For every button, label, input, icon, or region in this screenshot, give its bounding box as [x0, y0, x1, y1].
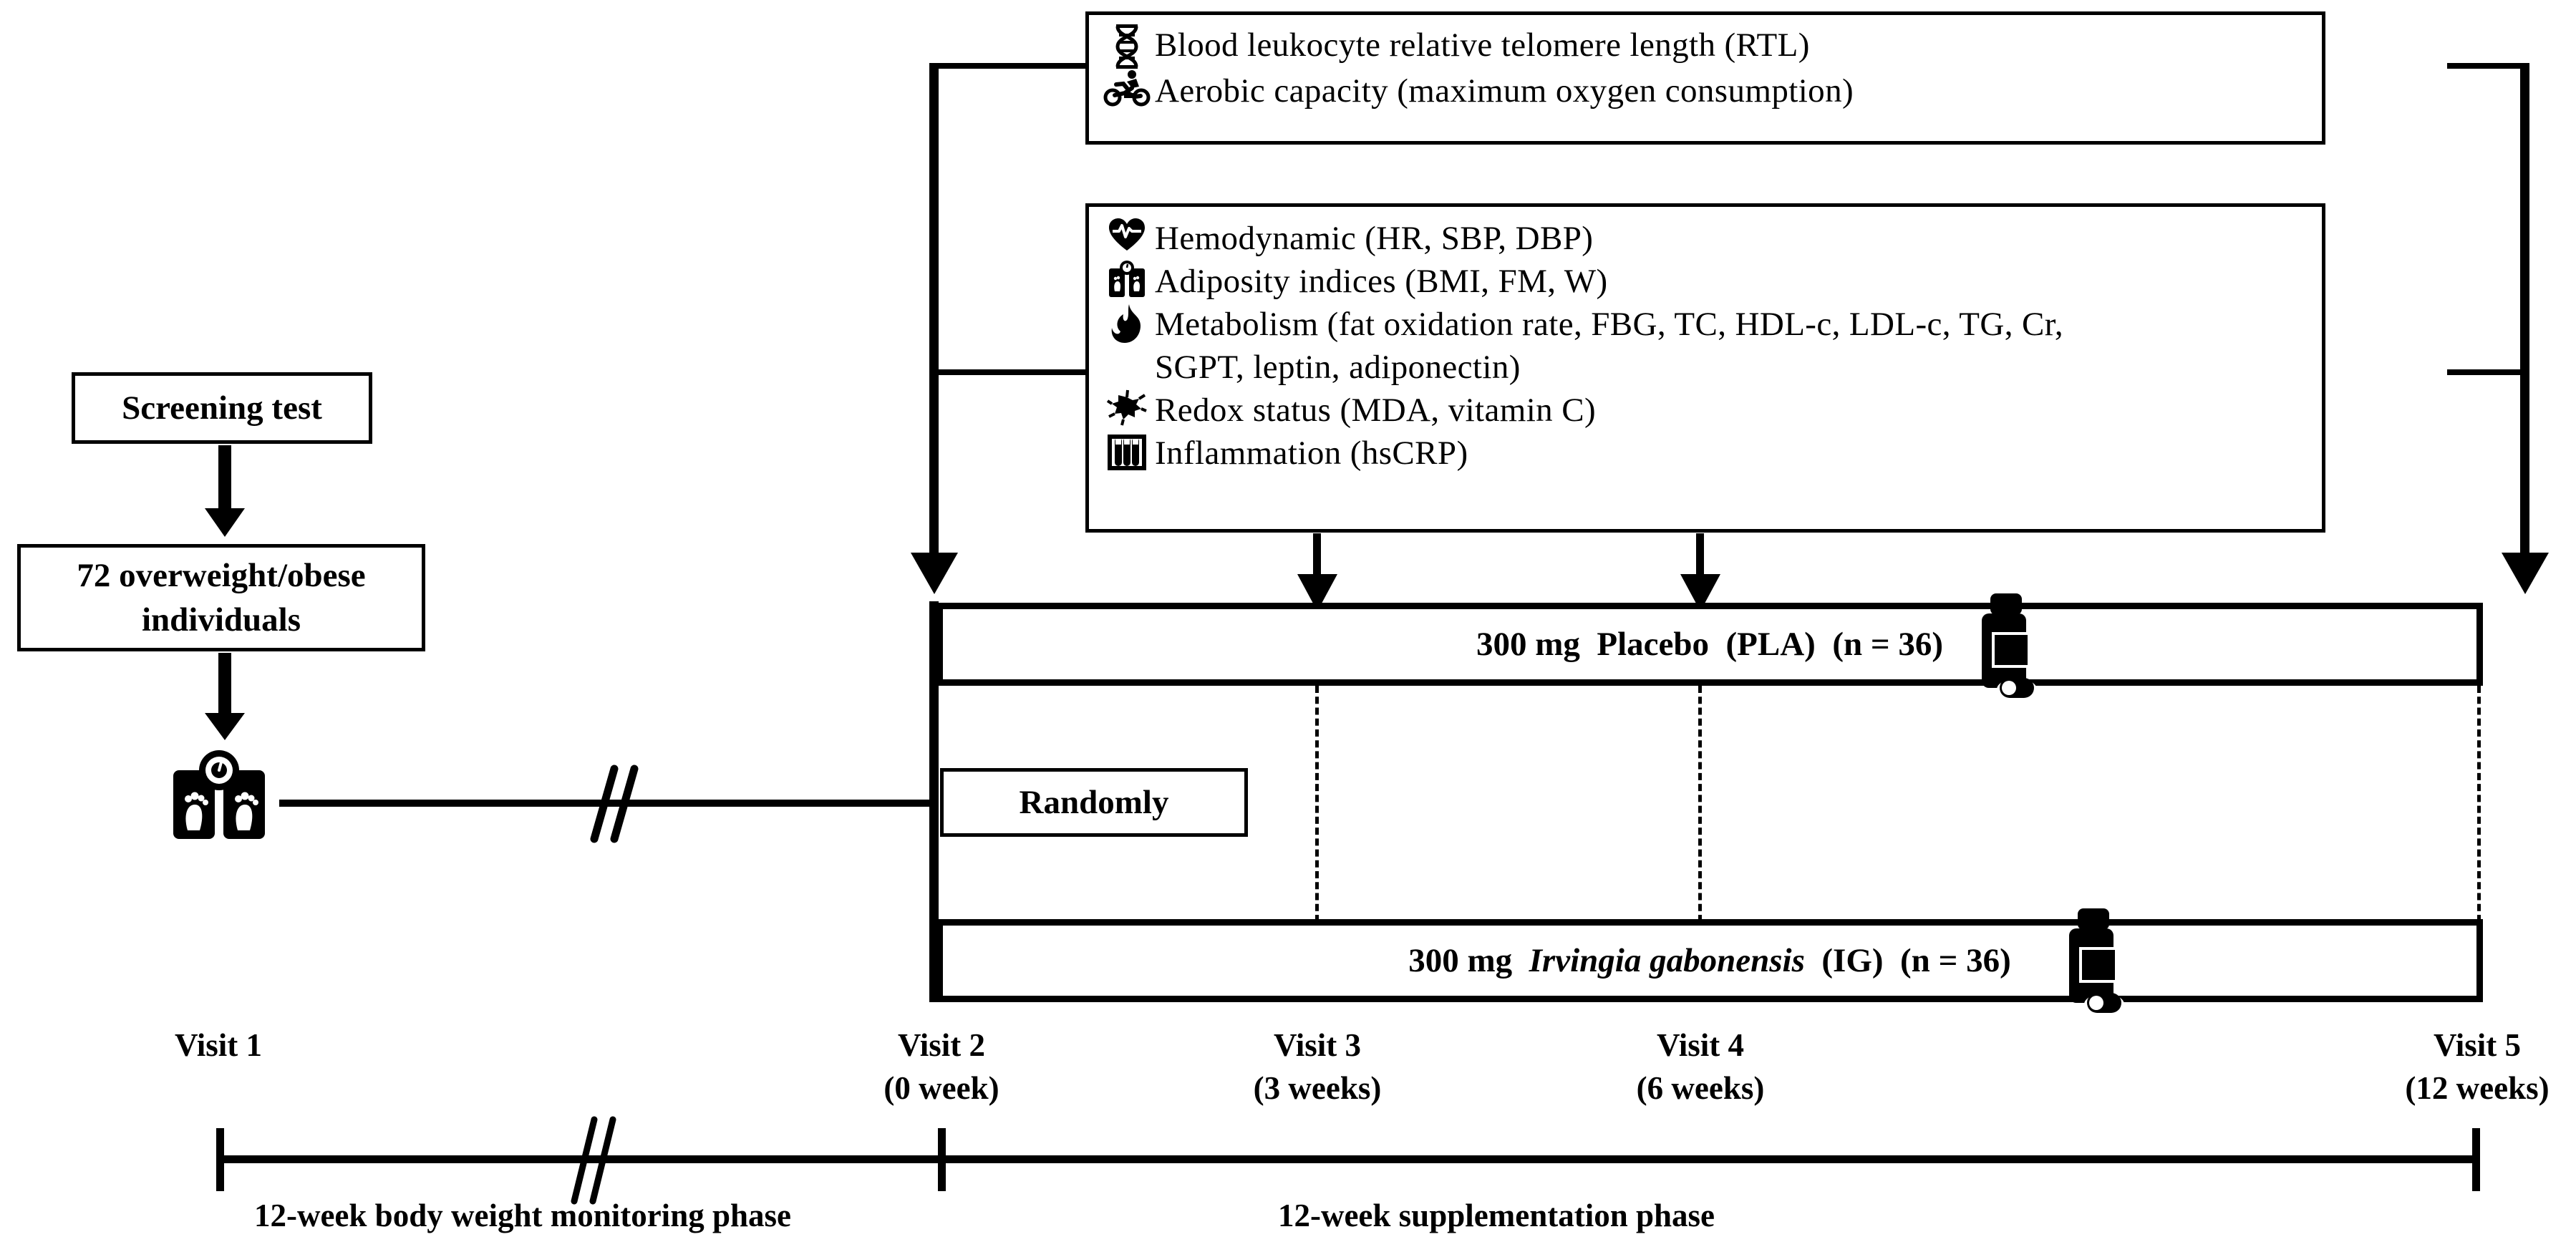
treatment-arm-placebo-bar: 300 mg Placebo (PLA) (n = 36) — [936, 593, 2483, 700]
ig-n: (n = 36) — [1900, 942, 2011, 979]
outcome-item-continuation: SGPT, leptin, adiponectin) — [1099, 346, 2063, 389]
visit-label-3: Visit 3 (3 weeks) — [1174, 1024, 1461, 1110]
heart-pulse-icon — [1099, 217, 1155, 253]
weight-scale-icon — [1099, 260, 1155, 299]
phase-label-monitoring: 12-week body weight monitoring phase — [129, 1197, 916, 1234]
arrow-screening-to-participants-icon — [203, 445, 247, 538]
timeline-axis — [216, 1155, 2480, 1163]
outcome-label: Metabolism (fat oxidation rate, FBG, TC,… — [1155, 306, 2064, 343]
visit-2-name: Visit 2 — [897, 1027, 986, 1063]
visit-label-2: Visit 2 (0 week) — [798, 1024, 1085, 1110]
outcome-item: Redox status (MDA, vitamin C) — [1099, 389, 2063, 432]
weight-scale-icon — [169, 750, 269, 840]
visit3-dashed-line — [1315, 686, 1319, 922]
connector-primary-box-left — [936, 63, 1090, 69]
placebo-name: Placebo — [1597, 626, 1709, 663]
outcome-label: SGPT, leptin, adiponectin) — [1155, 349, 1521, 386]
outcome-label: Redox status (MDA, vitamin C) — [1155, 392, 1597, 429]
ig-name: Irvingia gabonensis — [1529, 942, 1805, 979]
visit-3-week: (3 weeks) — [1253, 1070, 1382, 1106]
outcome-label: Adiposity indices (BMI, FM, W) — [1155, 263, 1608, 300]
arrow-visit3-down-icon — [1295, 573, 1340, 613]
visit-label-5: Visit 5 (12 weeks) — [2334, 1024, 2576, 1110]
outcome-label: Blood leukocyte relative telomere length… — [1155, 26, 1810, 64]
treatment-arm-placebo-label: 300 mg Placebo (PLA) (n = 36) — [943, 625, 2476, 664]
visit-label-1: Visit 1 — [75, 1024, 362, 1067]
participants-label: 72 overweight/obese individuals — [77, 557, 366, 639]
outcome-label: Inflammation (hsCRP) — [1155, 435, 1468, 472]
arrow-left-down-icon — [908, 551, 961, 596]
cyclist-icon — [1099, 69, 1155, 107]
visit-4-name: Visit 4 — [1656, 1027, 1745, 1063]
free-radical-icon — [1099, 389, 1155, 426]
visit-3-name: Visit 3 — [1273, 1027, 1362, 1063]
randomization-spine — [929, 601, 939, 1002]
randomization-box: Randomly — [940, 768, 1248, 837]
placebo-dose: 300 mg — [1476, 626, 1580, 663]
treatment-arm-ig-label: 300 mg Irvingia gabonensis (IG) (n = 36) — [943, 941, 2476, 980]
pill-bottle-icon — [1976, 593, 2038, 700]
phase-label-supplementation: 12-week supplementation phase — [1103, 1197, 1890, 1234]
visit-4-week: (6 weeks) — [1636, 1070, 1765, 1106]
secondary-outcomes-box: Hemodynamic (HR, SBP, DBP) — [1085, 203, 2325, 533]
timeline-break-mark-upper — [573, 765, 652, 843]
arrow-right-down-icon — [2499, 551, 2552, 596]
visit-label-4: Visit 4 (6 weeks) — [1557, 1024, 1844, 1110]
outcome-item: Adiposity indices (BMI, FM, W) — [1099, 260, 2063, 303]
flame-icon — [1099, 303, 1155, 344]
screening-test-box: Screening test — [72, 372, 372, 444]
visit-5-name: Visit 5 — [2433, 1027, 2522, 1063]
placebo-abbrev: (PLA) — [1725, 626, 1816, 663]
primary-outcomes-box: Blood leukocyte relative telomere length… — [1085, 11, 2325, 145]
ig-dose: 300 mg — [1408, 942, 1513, 979]
connector-visit3-down — [1313, 533, 1321, 587]
outcome-item: Metabolism (fat oxidation rate, FBG, TC,… — [1099, 303, 2063, 346]
phase-2-label: 12-week supplementation phase — [1277, 1198, 1715, 1233]
connector-secondary-box-left — [936, 369, 1090, 375]
timeline-break-mark-axis — [551, 1115, 630, 1205]
visit5-dashed-line — [2477, 686, 2481, 922]
outcome-label: Aerobic capacity (maximum oxygen consump… — [1155, 72, 1854, 110]
connector-visit4-down — [1696, 533, 1704, 587]
arrow-participants-to-scale-icon — [203, 653, 247, 742]
timeline-tick-visit1 — [216, 1128, 224, 1191]
timeline-tick-visit2 — [938, 1128, 946, 1191]
test-tubes-icon — [1099, 432, 1155, 472]
visit4-dashed-line — [1698, 686, 1702, 922]
outcome-item: Inflammation (hsCRP) — [1099, 432, 2063, 475]
secondary-outcomes-list: Hemodynamic (HR, SBP, DBP) — [1099, 217, 2063, 475]
timeline-tick-visit5 — [2472, 1128, 2480, 1191]
randomization-label: Randomly — [1019, 784, 1169, 821]
outcome-item: Aerobic capacity (maximum oxygen consump… — [1099, 69, 1854, 112]
pill-bottle-icon — [2063, 908, 2125, 1015]
visit-1-name: Visit 1 — [174, 1027, 263, 1063]
outcome-item: Blood leukocyte relative telomere length… — [1099, 24, 1854, 69]
connector-secondary-box-right — [2447, 369, 2527, 375]
dna-helix-icon — [1099, 24, 1155, 69]
phase-1-label: 12-week body weight monitoring phase — [253, 1198, 792, 1233]
placebo-n: (n = 36) — [1832, 626, 1944, 663]
visit-2-week: (0 week) — [883, 1070, 999, 1106]
connector-left-trunk — [929, 63, 939, 564]
primary-outcomes-list: Blood leukocyte relative telomere length… — [1099, 24, 1854, 112]
participants-box: 72 overweight/obese individuals — [17, 544, 425, 651]
arrow-visit4-down-icon — [1678, 573, 1723, 613]
screening-test-label: Screening test — [122, 389, 322, 427]
connector-primary-box-right — [2447, 63, 2527, 69]
outcome-item: Hemodynamic (HR, SBP, DBP) — [1099, 217, 2063, 260]
treatment-arm-ig-bar: 300 mg Irvingia gabonensis (IG) (n = 36) — [936, 908, 2483, 1015]
connector-right-trunk — [2520, 63, 2529, 564]
visit-5-week: (12 weeks) — [2405, 1070, 2550, 1106]
outcome-label: Hemodynamic (HR, SBP, DBP) — [1155, 220, 1594, 257]
ig-abbrev: (IG) — [1821, 942, 1884, 979]
